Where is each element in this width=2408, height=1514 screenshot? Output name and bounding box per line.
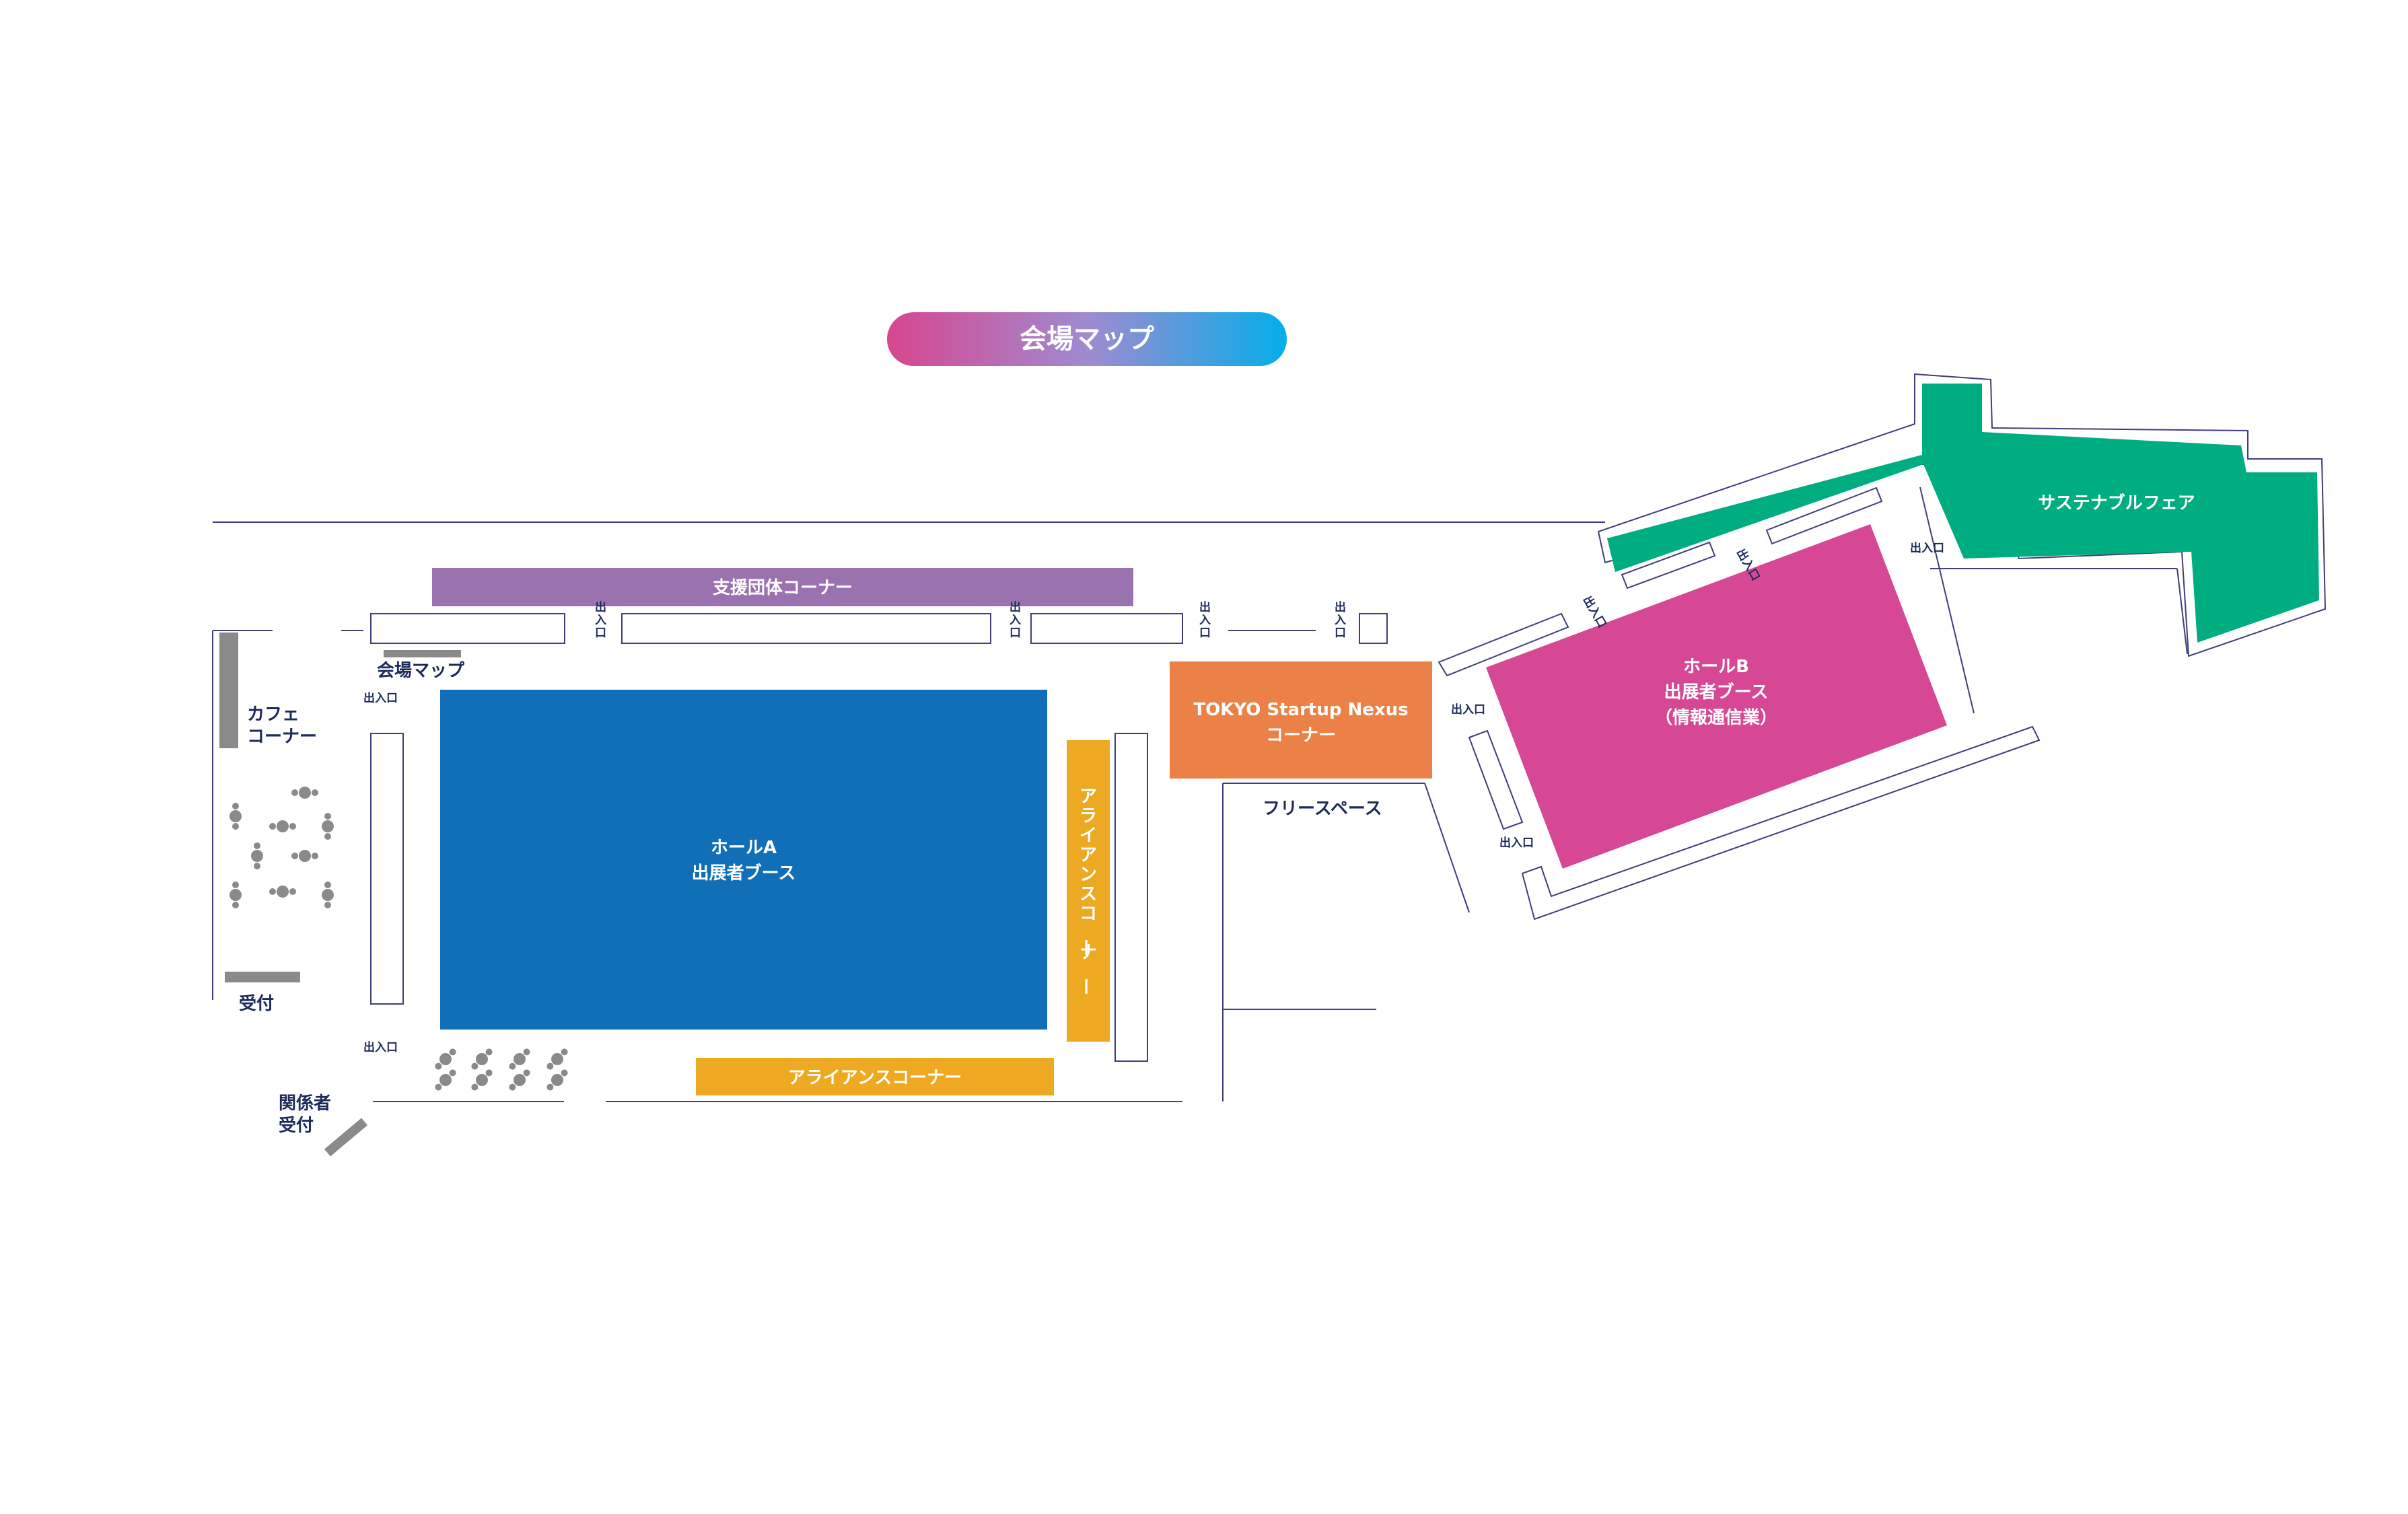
venue-map-label[interactable]: 会場マップ	[377, 661, 465, 681]
table-with-chairs-icon	[291, 787, 318, 799]
hall-b-category: （情報通信業）	[1655, 708, 1777, 728]
support-corner-area[interactable]: 支援団体コーナー	[432, 568, 1133, 606]
booth-column-right	[1114, 733, 1148, 1062]
entrance-label[interactable]: 出入口	[363, 1040, 398, 1054]
free-space-label: フリースペース	[1263, 799, 1382, 819]
table-with-chairs-icon	[546, 1069, 568, 1091]
hall-a-area[interactable]: ホールA 出展者ブース	[440, 690, 1047, 1030]
reception-label[interactable]: 受付	[239, 993, 274, 1014]
table-with-chairs-icon	[509, 1069, 530, 1091]
sustainable-fair-label: サステナブルフェア	[2038, 493, 2195, 513]
table-with-chairs-icon	[229, 803, 242, 830]
cafe-label-line2: コーナー	[247, 727, 317, 747]
venue-map-board	[384, 650, 461, 657]
table-with-chairs-icon	[509, 1048, 530, 1070]
table-with-chairs-icon	[229, 881, 242, 908]
reception-desk	[225, 972, 300, 982]
table-with-chairs-icon	[269, 820, 296, 832]
alliance-corner-bottom-label: アライアンスコーナー	[788, 1068, 962, 1088]
table-with-chairs-icon	[269, 886, 296, 898]
support-corner-label: 支援団体コーナー	[713, 578, 853, 598]
table-with-chairs-icon	[435, 1069, 456, 1091]
entrance-label[interactable]: 出入口	[1580, 593, 1610, 630]
table-with-chairs-icon	[435, 1048, 456, 1070]
entrance-vertical-label[interactable]: 出入口	[595, 600, 606, 640]
booth-column-left	[370, 733, 404, 1005]
table-with-chairs-icon	[322, 813, 334, 840]
hall-a-name: ホールA	[711, 838, 777, 858]
entrance-label[interactable]: 出入口	[1451, 702, 1485, 717]
cafe-label-line1: カフェ	[247, 705, 299, 725]
entrance-vertical-label[interactable]: 出入口	[1199, 600, 1211, 640]
sustainable-fair-area[interactable]: サステナブルフェア	[1607, 384, 2319, 643]
table-with-chairs-icon	[251, 842, 263, 869]
hall-b-name: ホールB	[1683, 657, 1749, 677]
cafe-counter	[219, 633, 238, 748]
hall-b-walls	[1438, 486, 2188, 921]
hall-b-subtitle: 出展者ブース	[1664, 682, 1769, 702]
map-title-badge: 会場マップ	[887, 312, 1287, 366]
cafe-tables	[229, 787, 334, 908]
staff-reception-label-line1[interactable]: 関係者	[279, 1093, 331, 1114]
alliance-corner-bottom-area[interactable]: アライアンスコーナー	[696, 1058, 1054, 1095]
entrance-label[interactable]: 出入口	[1499, 836, 1534, 850]
table-with-chairs-icon	[291, 850, 318, 862]
hall-a-subtitle: 出展者ブース	[692, 863, 796, 884]
map-title: 会場マップ	[1020, 324, 1154, 355]
table-with-chairs-icon	[471, 1048, 493, 1070]
staff-reception-desk	[324, 1118, 368, 1157]
alliance-corner-vertical-area[interactable]: アライアンスコーナー	[1067, 740, 1110, 1042]
entrance-label[interactable]: 出入口	[363, 691, 398, 705]
lounge-tables	[435, 1048, 568, 1091]
table-with-chairs-icon	[471, 1069, 493, 1091]
nexus-subtitle: コーナー	[1266, 725, 1336, 746]
entrance-vertical-label[interactable]: 出入口	[1010, 600, 1021, 640]
table-with-chairs-icon	[322, 881, 334, 908]
building-walls	[212, 521, 1605, 1102]
entrance-vertical-label[interactable]: 出入口	[1335, 600, 1346, 640]
hall-b-area[interactable]: ホールB 出展者ブース （情報通信業）	[1486, 524, 1947, 869]
entrance-label[interactable]: 出入口	[1910, 541, 1944, 555]
alliance-corner-vertical-label: アライアンスコーナー	[1075, 787, 1097, 995]
table-with-chairs-icon	[546, 1048, 568, 1070]
nexus-title: TOKYO Startup Nexus	[1193, 700, 1408, 720]
tokyo-startup-nexus-area[interactable]: TOKYO Startup Nexus コーナー	[1170, 661, 1432, 779]
staff-reception-label-line2[interactable]: 受付	[279, 1115, 314, 1136]
booth-row-top	[370, 613, 1388, 644]
